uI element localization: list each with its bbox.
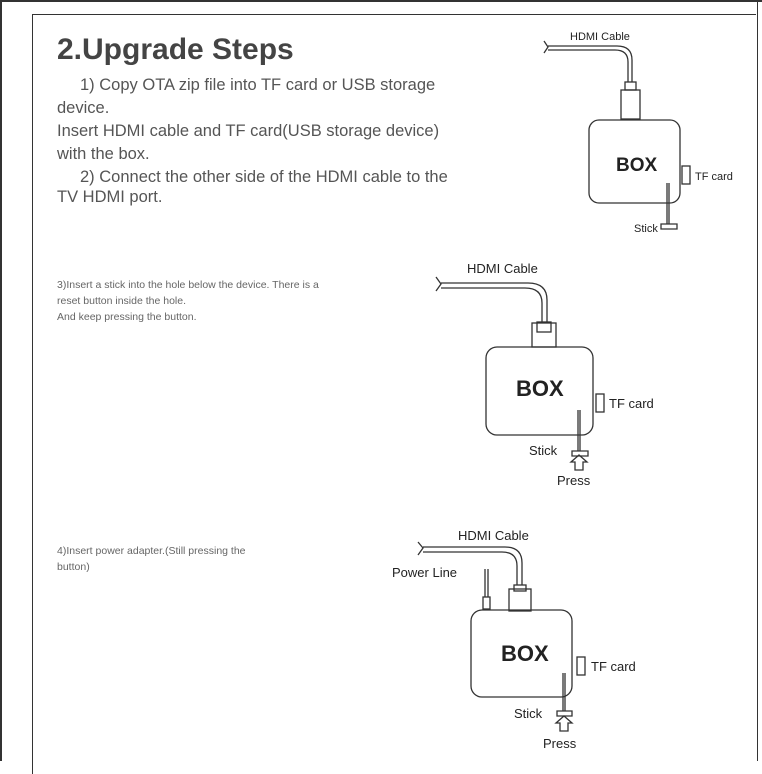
step1-line: Insert HDMI cable and TF card(USB storag… <box>57 122 440 140</box>
press-up-arrow-icon <box>569 454 589 471</box>
steps-1-2-text: 1) Copy OTA zip file into TF card or USB… <box>57 74 527 206</box>
tf-card-icon <box>681 165 691 185</box>
hdmi-cable-line <box>548 45 633 82</box>
hdmi-cable-line <box>441 282 548 322</box>
hdmi-cable-label: HDMI Cable <box>570 31 630 43</box>
stick-icon <box>562 673 566 711</box>
stick-base-icon <box>556 710 573 717</box>
step2-line: 2) Connect the other side of the HDMI ca… <box>80 168 448 186</box>
step3-line: And keep pressing the button. <box>57 311 197 323</box>
page-frame-right <box>757 0 758 761</box>
box-label: BOX <box>501 641 549 666</box>
step1-line: 1) Copy OTA zip file into TF card or USB… <box>80 76 436 94</box>
box-device-icon <box>485 346 594 436</box>
box-label: BOX <box>516 376 564 401</box>
hdmi-connector-icon <box>624 81 637 91</box>
press-label: Press <box>557 473 591 488</box>
stick-base-icon <box>660 223 678 230</box>
page-title: 2.Upgrade Steps <box>57 33 294 66</box>
box-device-icon <box>470 609 573 698</box>
stick-label: Stick <box>529 443 558 458</box>
tf-card-icon <box>576 656 586 676</box>
hdmi-connector-icon <box>531 322 557 348</box>
hdmi-connector-icon <box>513 584 527 592</box>
power-line-cable <box>484 569 489 597</box>
tf-card-label: TF card <box>609 396 654 411</box>
step3-line: reset button inside the hole. <box>57 295 187 307</box>
tf-card-icon <box>595 393 605 413</box>
press-label: Press <box>543 736 577 751</box>
hdmi-cable-label: HDMI Cable <box>458 528 529 543</box>
tf-card-label: TF card <box>695 171 733 183</box>
hdmi-cable-line <box>423 551 518 585</box>
box-device-icon <box>588 119 681 204</box>
stick-label: Stick <box>634 223 658 235</box>
step4-text: 4)Insert power adapter.(Still pressing t… <box>57 543 337 575</box>
power-plug-icon <box>482 596 491 610</box>
step3-text: 3)Insert a stick into the hole below the… <box>57 277 437 325</box>
step4-line: button) <box>57 561 90 573</box>
box-label: BOX <box>616 155 658 176</box>
tf-card-label: TF card <box>591 659 636 674</box>
hdmi-plug-icon <box>543 40 549 54</box>
press-up-arrow-icon <box>554 715 574 732</box>
page-frame-left <box>0 0 2 761</box>
diagram-step1 <box>543 40 691 230</box>
hdmi-cable-label: HDMI Cable <box>467 261 538 276</box>
stick-icon <box>577 410 581 451</box>
step4-line: 4)Insert power adapter.(Still pressing t… <box>57 545 246 557</box>
hdmi-connector-icon <box>620 89 641 120</box>
power-line-label: Power Line <box>392 565 457 580</box>
hdmi-cable-line <box>441 287 543 322</box>
hdmi-connector-icon <box>508 588 532 612</box>
hdmi-plug-icon <box>417 541 424 556</box>
stick-label: Stick <box>514 706 543 721</box>
step3-line: 3)Insert a stick into the hole below the… <box>57 279 319 291</box>
hdmi-cable-line <box>548 49 629 82</box>
page-frame-top <box>0 0 762 2</box>
step1-line: device. <box>57 99 110 117</box>
diagram-step3 <box>435 276 605 471</box>
stick-base-icon <box>571 450 589 457</box>
diagram-step4 <box>417 541 586 732</box>
hdmi-connector-icon <box>536 321 552 333</box>
hdmi-cable-line <box>423 546 523 585</box>
hdmi-plug-icon <box>435 276 442 292</box>
step1-line: with the box. <box>57 145 150 163</box>
stick-icon <box>666 183 670 224</box>
step2-line: TV HDMI port. <box>57 188 163 206</box>
content-border <box>32 14 756 774</box>
